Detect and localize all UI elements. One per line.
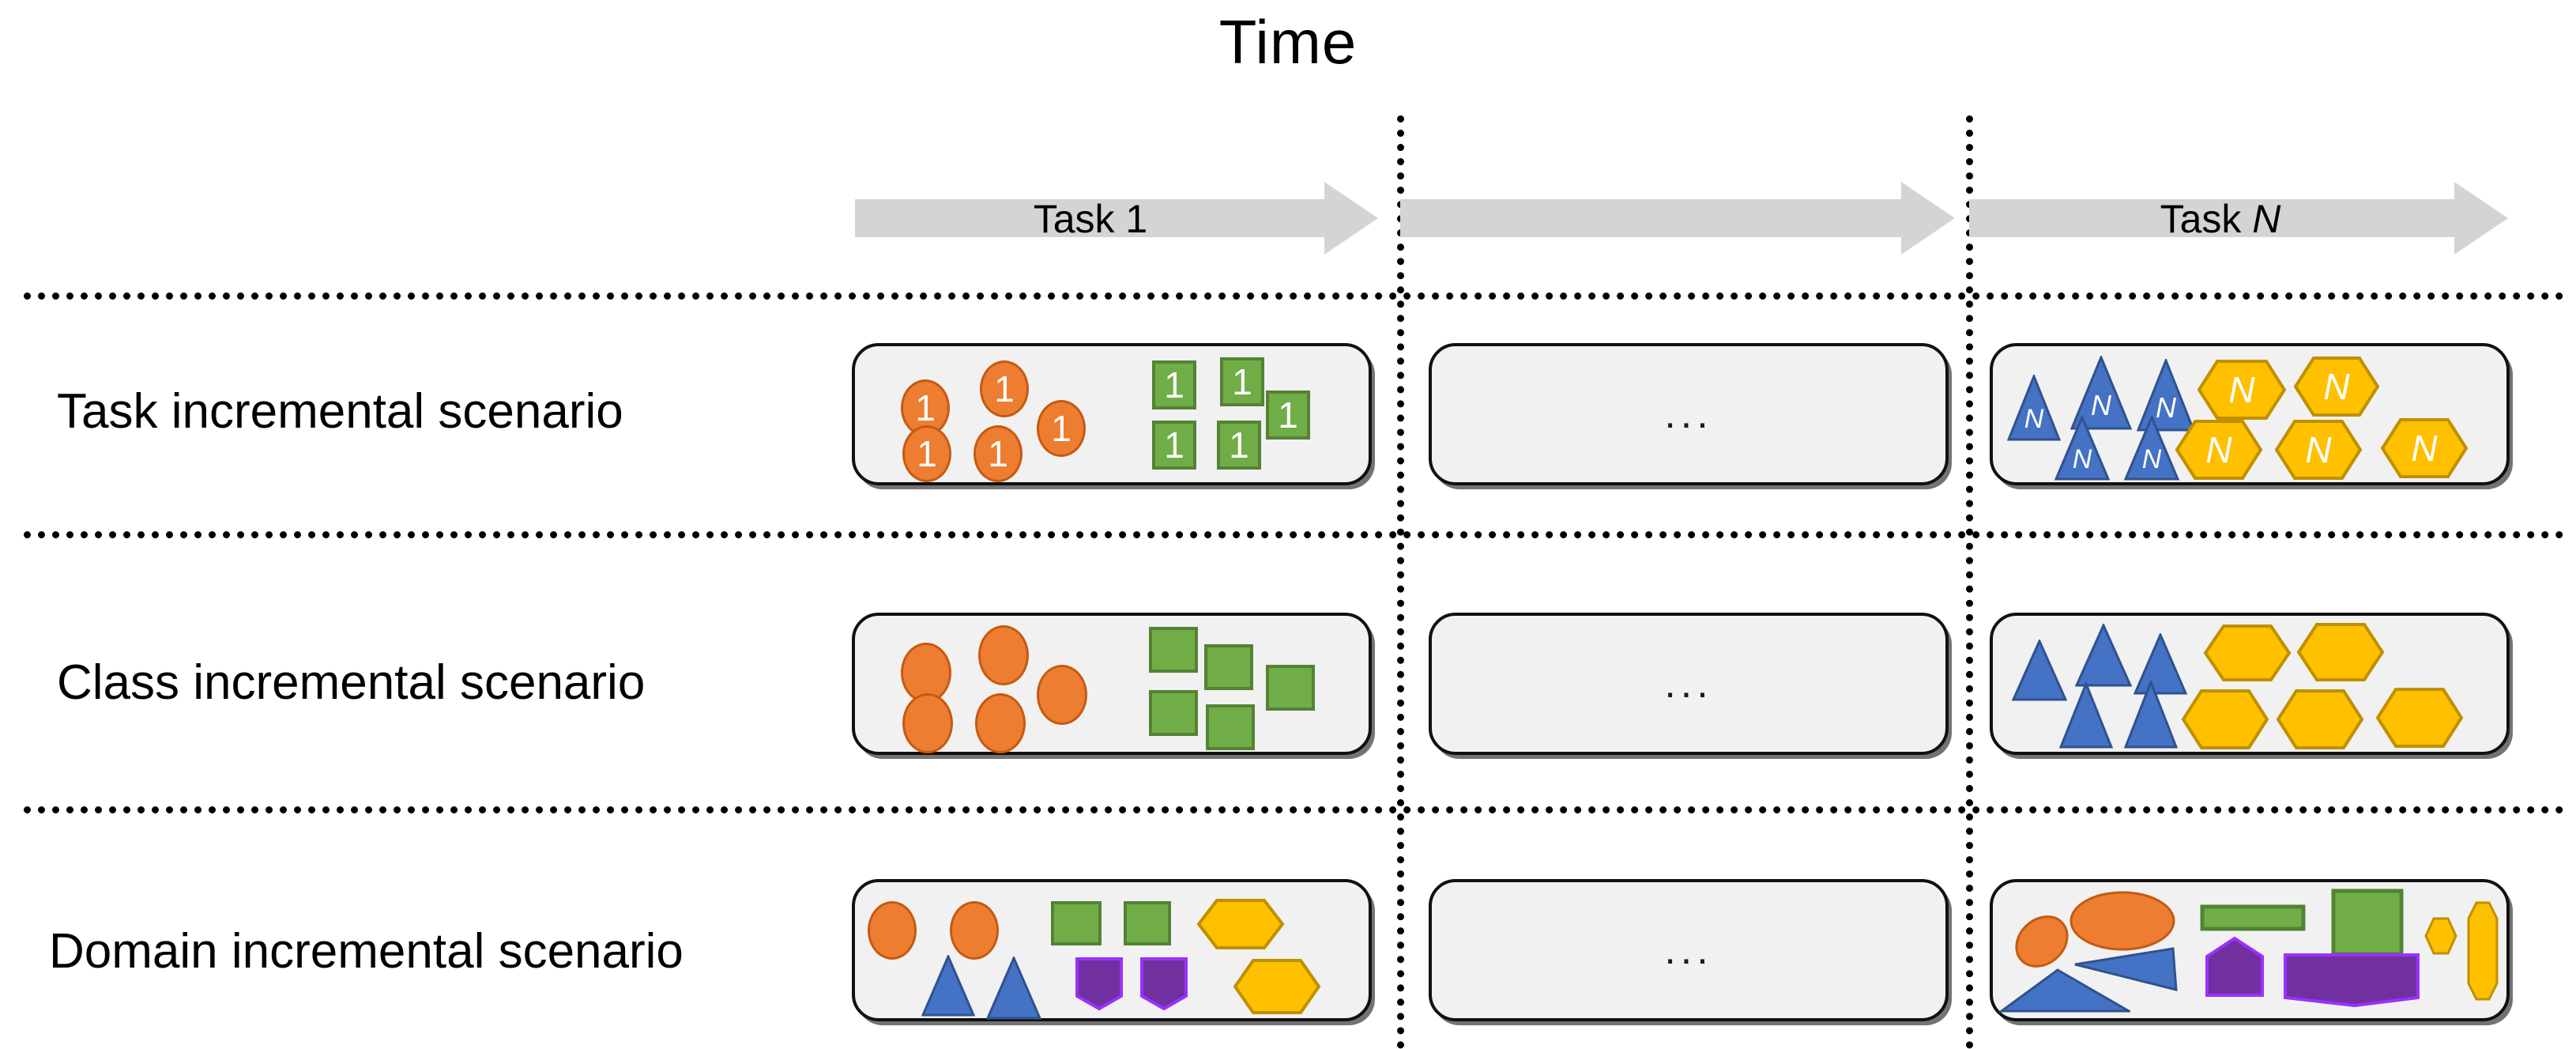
shape-hexagon-yellow-small xyxy=(2424,917,2457,955)
shape-circle-orange xyxy=(902,693,953,753)
shape-square-green xyxy=(1051,901,1102,945)
shape-hexagon-yellow xyxy=(2276,689,2364,750)
shape-square-green xyxy=(1124,901,1171,945)
shape-square-green: 1 xyxy=(1152,360,1196,409)
shape-circle-orange: 1 xyxy=(980,360,1029,417)
horizontal-separator-mid-1 xyxy=(24,531,2564,538)
shape-square-green: 1 xyxy=(1217,421,1261,470)
panel-domain-incremental-first[interactable] xyxy=(852,879,1372,1021)
shape-rect-green-tall xyxy=(2331,889,2404,957)
shape-triangle-blue xyxy=(921,955,975,1017)
ellipsis-label: ... xyxy=(1664,927,1713,973)
page-title: Time xyxy=(1218,7,1358,77)
shape-hexagon-yellow: N xyxy=(2274,419,2363,481)
row-label-domain-incremental: Domain incremental scenario xyxy=(49,924,684,979)
shape-triangle-blue xyxy=(986,957,1041,1020)
vertical-separator-2 xyxy=(1966,115,1973,1049)
panel-class-incremental-middle[interactable]: ... xyxy=(1429,613,1949,755)
shape-triangle-blue: N xyxy=(2124,416,2179,481)
timeline-label-task-last: Task N xyxy=(2054,196,2386,242)
shape-triangle-blue xyxy=(2133,633,2187,695)
shape-square-green xyxy=(1204,644,1253,690)
timeline-label-task-first: Task 1 xyxy=(1033,197,1148,241)
shape-triangle-blue xyxy=(2075,624,2132,687)
panel-task-incremental-middle[interactable]: ... xyxy=(1429,343,1949,485)
panel-class-incremental-last[interactable] xyxy=(1990,613,2510,755)
shape-pentagon-purple xyxy=(1139,957,1188,1010)
shape-square-green: 1 xyxy=(1266,391,1310,440)
shape-hexagon-yellow: N xyxy=(2197,359,2287,421)
timeline-label-task-last-symbol: N xyxy=(2252,197,2281,241)
shape-circle-orange xyxy=(868,901,917,960)
panel-domain-incremental-middle[interactable]: ... xyxy=(1429,879,1949,1021)
shape-hexagon-yellow: N xyxy=(2380,417,2469,479)
shape-hexagon-yellow-tall xyxy=(2467,901,2499,1001)
shape-pentagon-purple-home xyxy=(2205,936,2265,998)
shape-ellipse-orange-rotated xyxy=(2003,904,2081,980)
vertical-separator-1 xyxy=(1397,115,1404,1049)
shape-triangle-blue: N xyxy=(2007,375,2061,441)
shape-triangle-blue xyxy=(2059,682,2113,749)
shape-rect-green-wide xyxy=(2200,904,2306,931)
shape-circle-orange xyxy=(950,901,999,960)
horizontal-separator-mid-2 xyxy=(24,806,2564,813)
shape-hexagon-yellow xyxy=(1233,958,1321,1015)
row-label-class-incremental: Class incremental scenario xyxy=(57,655,646,710)
shape-triangle-blue xyxy=(2124,681,2178,749)
shape-pentagon-purple xyxy=(1075,957,1124,1010)
ellipsis-label: ... xyxy=(1664,661,1713,707)
shape-circle-orange: 1 xyxy=(902,425,951,482)
shape-square-green xyxy=(1149,627,1198,673)
panel-task-incremental-last[interactable]: N N N N N N N N N N xyxy=(1990,343,2510,485)
shape-square-green xyxy=(1149,690,1198,736)
shape-circle-orange xyxy=(975,693,1026,753)
shape-ellipse-orange-wide xyxy=(2069,890,2176,952)
row-label-task-incremental: Task incremental scenario xyxy=(57,384,623,439)
shape-triangle-blue-skewed xyxy=(2072,947,2179,991)
shape-hexagon-yellow xyxy=(1196,898,1285,950)
shape-circle-orange: 1 xyxy=(974,425,1022,482)
shape-hexagon-yellow xyxy=(2203,624,2292,682)
shape-triangle-blue-flat xyxy=(1999,968,2130,1013)
shape-hexagon-yellow xyxy=(2296,622,2385,682)
shape-hexagon-yellow: N xyxy=(2293,356,2380,417)
shape-circle-orange xyxy=(978,625,1029,685)
timeline-label-task-last-prefix: Task xyxy=(2160,197,2253,241)
panel-class-incremental-first[interactable] xyxy=(852,613,1372,755)
shape-circle-orange xyxy=(901,643,951,703)
shape-circle-orange xyxy=(1037,665,1087,725)
panel-domain-incremental-last[interactable] xyxy=(1990,879,2510,1021)
shape-triangle-blue xyxy=(2012,640,2067,701)
shape-polygon-purple-wide xyxy=(2282,952,2421,1009)
panel-task-incremental-first[interactable]: 1 1 1 1 1 1 1 1 1 1 xyxy=(852,343,1372,485)
shape-square-green: 1 xyxy=(1152,421,1196,470)
shape-square-green xyxy=(1206,704,1255,750)
shape-hexagon-yellow xyxy=(2375,687,2464,749)
horizontal-separator-top xyxy=(24,292,2564,300)
shape-square-green xyxy=(1266,665,1315,711)
shape-triangle-blue: N xyxy=(2054,416,2110,481)
ellipsis-label: ... xyxy=(1664,391,1713,437)
shape-square-green: 1 xyxy=(1220,357,1264,406)
shape-hexagon-yellow xyxy=(2181,689,2269,750)
shape-hexagon-yellow: N xyxy=(2175,419,2263,481)
shape-circle-orange: 1 xyxy=(1037,400,1086,457)
